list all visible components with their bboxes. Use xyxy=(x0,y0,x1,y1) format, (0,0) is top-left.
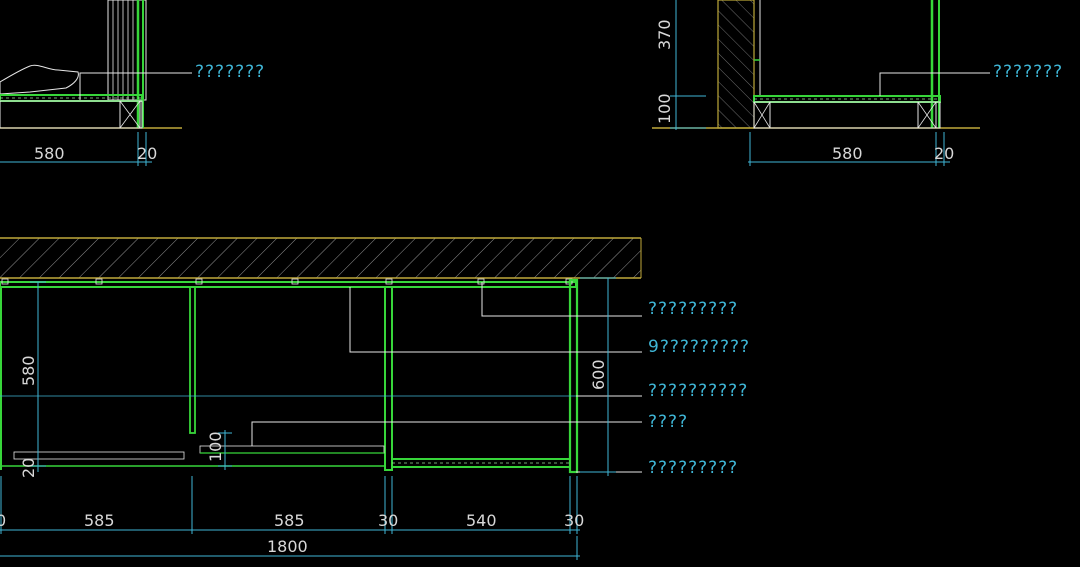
top-left-detail: ??????? 580 20 xyxy=(0,0,265,166)
plan-dim-bottom-2: 585 xyxy=(274,511,305,530)
top-right-detail: ??????? 370 100 580 20 xyxy=(652,0,1063,166)
plan-dim-side-height: 600 xyxy=(589,359,608,390)
top-right-dim-upper: 370 xyxy=(655,19,674,50)
top-left-callout: ??????? xyxy=(195,62,265,82)
top-left-dim-wall: 20 xyxy=(137,144,157,163)
plan-dim-bottom-1: 585 xyxy=(84,511,115,530)
plan-dim-overall: 1800 xyxy=(267,537,308,556)
plan-dim-bottom-gap: 20 xyxy=(19,458,38,478)
plan-dim-bottom-5: 30 xyxy=(564,511,584,530)
plan-callout-4: ???? xyxy=(648,412,688,432)
plan-callout-1: ????????? xyxy=(648,299,738,319)
plan-dim-bottom-3: 30 xyxy=(378,511,398,530)
plan-callout-3: ?????????? xyxy=(648,381,748,401)
top-right-dim-depth: 580 xyxy=(832,144,863,163)
plan-dim-bottom-0: 0 xyxy=(0,511,6,530)
cabinet-plan: ????????? 9????????? ?????????? ???? ???… xyxy=(0,237,750,560)
top-right-dim-wall: 20 xyxy=(934,144,954,163)
top-right-dim-lower: 100 xyxy=(655,93,674,124)
plan-callout-5: ????????? xyxy=(648,458,738,478)
plan-callout-2: 9????????? xyxy=(648,337,750,357)
plan-dim-bottom-4: 540 xyxy=(466,511,497,530)
plan-dim-height: 580 xyxy=(19,355,38,386)
top-right-callout: ??????? xyxy=(993,62,1063,82)
top-left-dim-depth: 580 xyxy=(34,144,65,163)
plan-dim-shelf-gap: 100 xyxy=(206,431,225,462)
